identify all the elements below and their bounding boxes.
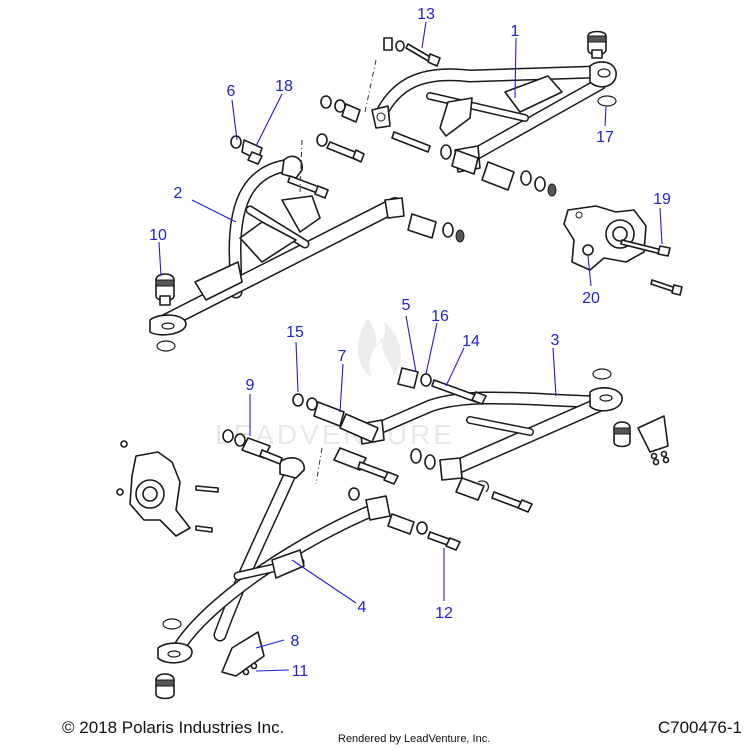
upper-a-arm-front[interactable] xyxy=(149,155,405,336)
skid-guard-rear[interactable] xyxy=(637,415,670,466)
bushing-stack-upper-front[interactable] xyxy=(230,135,465,243)
callout-4[interactable]: 4 xyxy=(358,599,367,616)
bolt-13[interactable] xyxy=(383,37,441,67)
callout-12[interactable]: 12 xyxy=(435,605,453,622)
spindle-knuckle-left[interactable] xyxy=(116,440,219,537)
bushing-stack-lower-front[interactable] xyxy=(222,429,461,551)
callout-3[interactable]: 3 xyxy=(551,332,560,349)
callout-15[interactable]: 15 xyxy=(286,324,304,341)
callout-labels: 1 2 3 4 5 6 7 8 9 10 11 12 13 14 15 16 1… xyxy=(149,6,671,680)
snap-ring-front[interactable] xyxy=(156,340,176,352)
snap-ring-rear-lower[interactable] xyxy=(592,368,612,380)
rendered-by-text: Rendered by LeadVenture, Inc. xyxy=(338,733,491,745)
bolt-19[interactable] xyxy=(620,239,671,257)
ball-joint-upper-rear[interactable] xyxy=(587,30,607,59)
callout-20[interactable]: 20 xyxy=(582,290,600,307)
callout-10[interactable]: 10 xyxy=(149,227,167,244)
callout-11[interactable]: 11 xyxy=(292,663,309,680)
callout-2[interactable]: 2 xyxy=(174,185,183,202)
callout-1[interactable]: 1 xyxy=(511,23,520,40)
diagram-code: C700476-1 xyxy=(657,718,742,737)
callout-13[interactable]: 13 xyxy=(417,6,435,23)
lower-a-arm-rear[interactable] xyxy=(359,387,623,481)
bushing-stack-lower-rear[interactable] xyxy=(292,367,533,513)
callout-leaders xyxy=(158,21,663,672)
bolt-20[interactable] xyxy=(650,279,683,296)
callout-16[interactable]: 16 xyxy=(431,308,449,325)
ball-joint-front-lower[interactable] xyxy=(155,673,175,700)
callout-18[interactable]: 18 xyxy=(275,78,293,95)
upper-a-arm-rear[interactable] xyxy=(371,61,617,173)
snap-ring-17[interactable] xyxy=(597,95,617,107)
snap-ring-front-lower[interactable] xyxy=(162,618,182,630)
callout-7[interactable]: 7 xyxy=(338,348,347,365)
lower-a-arm-front[interactable] xyxy=(157,457,391,664)
bushing-stack-upper[interactable] xyxy=(316,95,557,197)
callout-6[interactable]: 6 xyxy=(227,83,236,100)
spindle-knuckle-right[interactable] xyxy=(563,205,647,271)
skid-guard-front[interactable] xyxy=(221,631,265,677)
callout-19[interactable]: 19 xyxy=(653,191,671,208)
callout-5[interactable]: 5 xyxy=(402,297,411,314)
ball-joint-10[interactable] xyxy=(155,273,175,306)
callout-17[interactable]: 17 xyxy=(596,129,614,146)
callout-9[interactable]: 9 xyxy=(246,377,255,394)
callout-14[interactable]: 14 xyxy=(462,333,480,350)
copyright-text: © 2018 Polaris Industries Inc. xyxy=(62,718,285,737)
ball-joint-rear-lower[interactable] xyxy=(613,421,631,448)
callout-8[interactable]: 8 xyxy=(291,633,300,650)
